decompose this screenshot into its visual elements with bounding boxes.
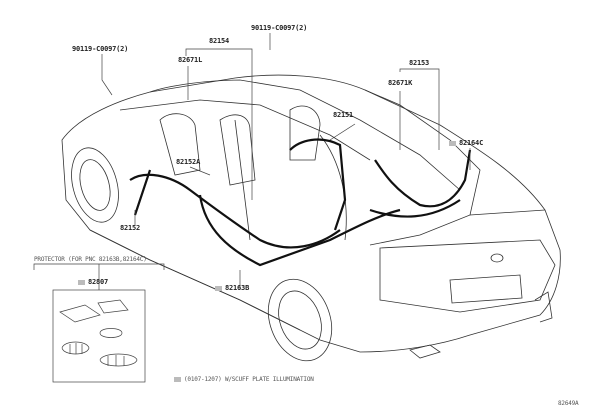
label-clip-left: 90119-C0097(2)	[72, 45, 129, 53]
footnote: (0107-1207) W/SCUFF PLATE ILLUMINATION	[174, 376, 314, 383]
diagram-code: 82649A	[558, 400, 579, 407]
label-82163b-text: 82163B	[225, 284, 250, 292]
label-82807: 82807	[78, 278, 108, 286]
label-82154: 82154	[209, 37, 230, 45]
label-82807-text: 82807	[88, 278, 109, 286]
protector-kit	[33, 263, 165, 383]
car-body	[61, 74, 561, 362]
label-82164c: 82164C	[449, 139, 483, 147]
label-82163b: 82163B	[215, 284, 249, 292]
variant-marker-icon	[174, 377, 181, 382]
leader-lines	[101, 33, 471, 290]
label-clip-top: 90119-C0097(2)	[251, 24, 308, 32]
label-82152: 82152	[120, 224, 141, 232]
protector-title: PROTECTOR (FOR PNC 82163B,82164C)	[34, 256, 147, 263]
label-82151: 82151	[333, 111, 354, 119]
label-82164c-text: 82164C	[459, 139, 484, 147]
label-82671k: 82671K	[388, 79, 413, 87]
variant-marker-icon	[78, 279, 85, 285]
footnote-text: (0107-1207) W/SCUFF PLATE ILLUMINATION	[184, 376, 314, 383]
variant-marker-icon	[215, 285, 222, 291]
label-82671l: 82671L	[178, 56, 203, 64]
label-82153: 82153	[409, 59, 430, 67]
label-82152a: 82152A	[176, 158, 201, 166]
variant-marker-icon	[449, 140, 456, 146]
wire-harness	[129, 138, 472, 267]
